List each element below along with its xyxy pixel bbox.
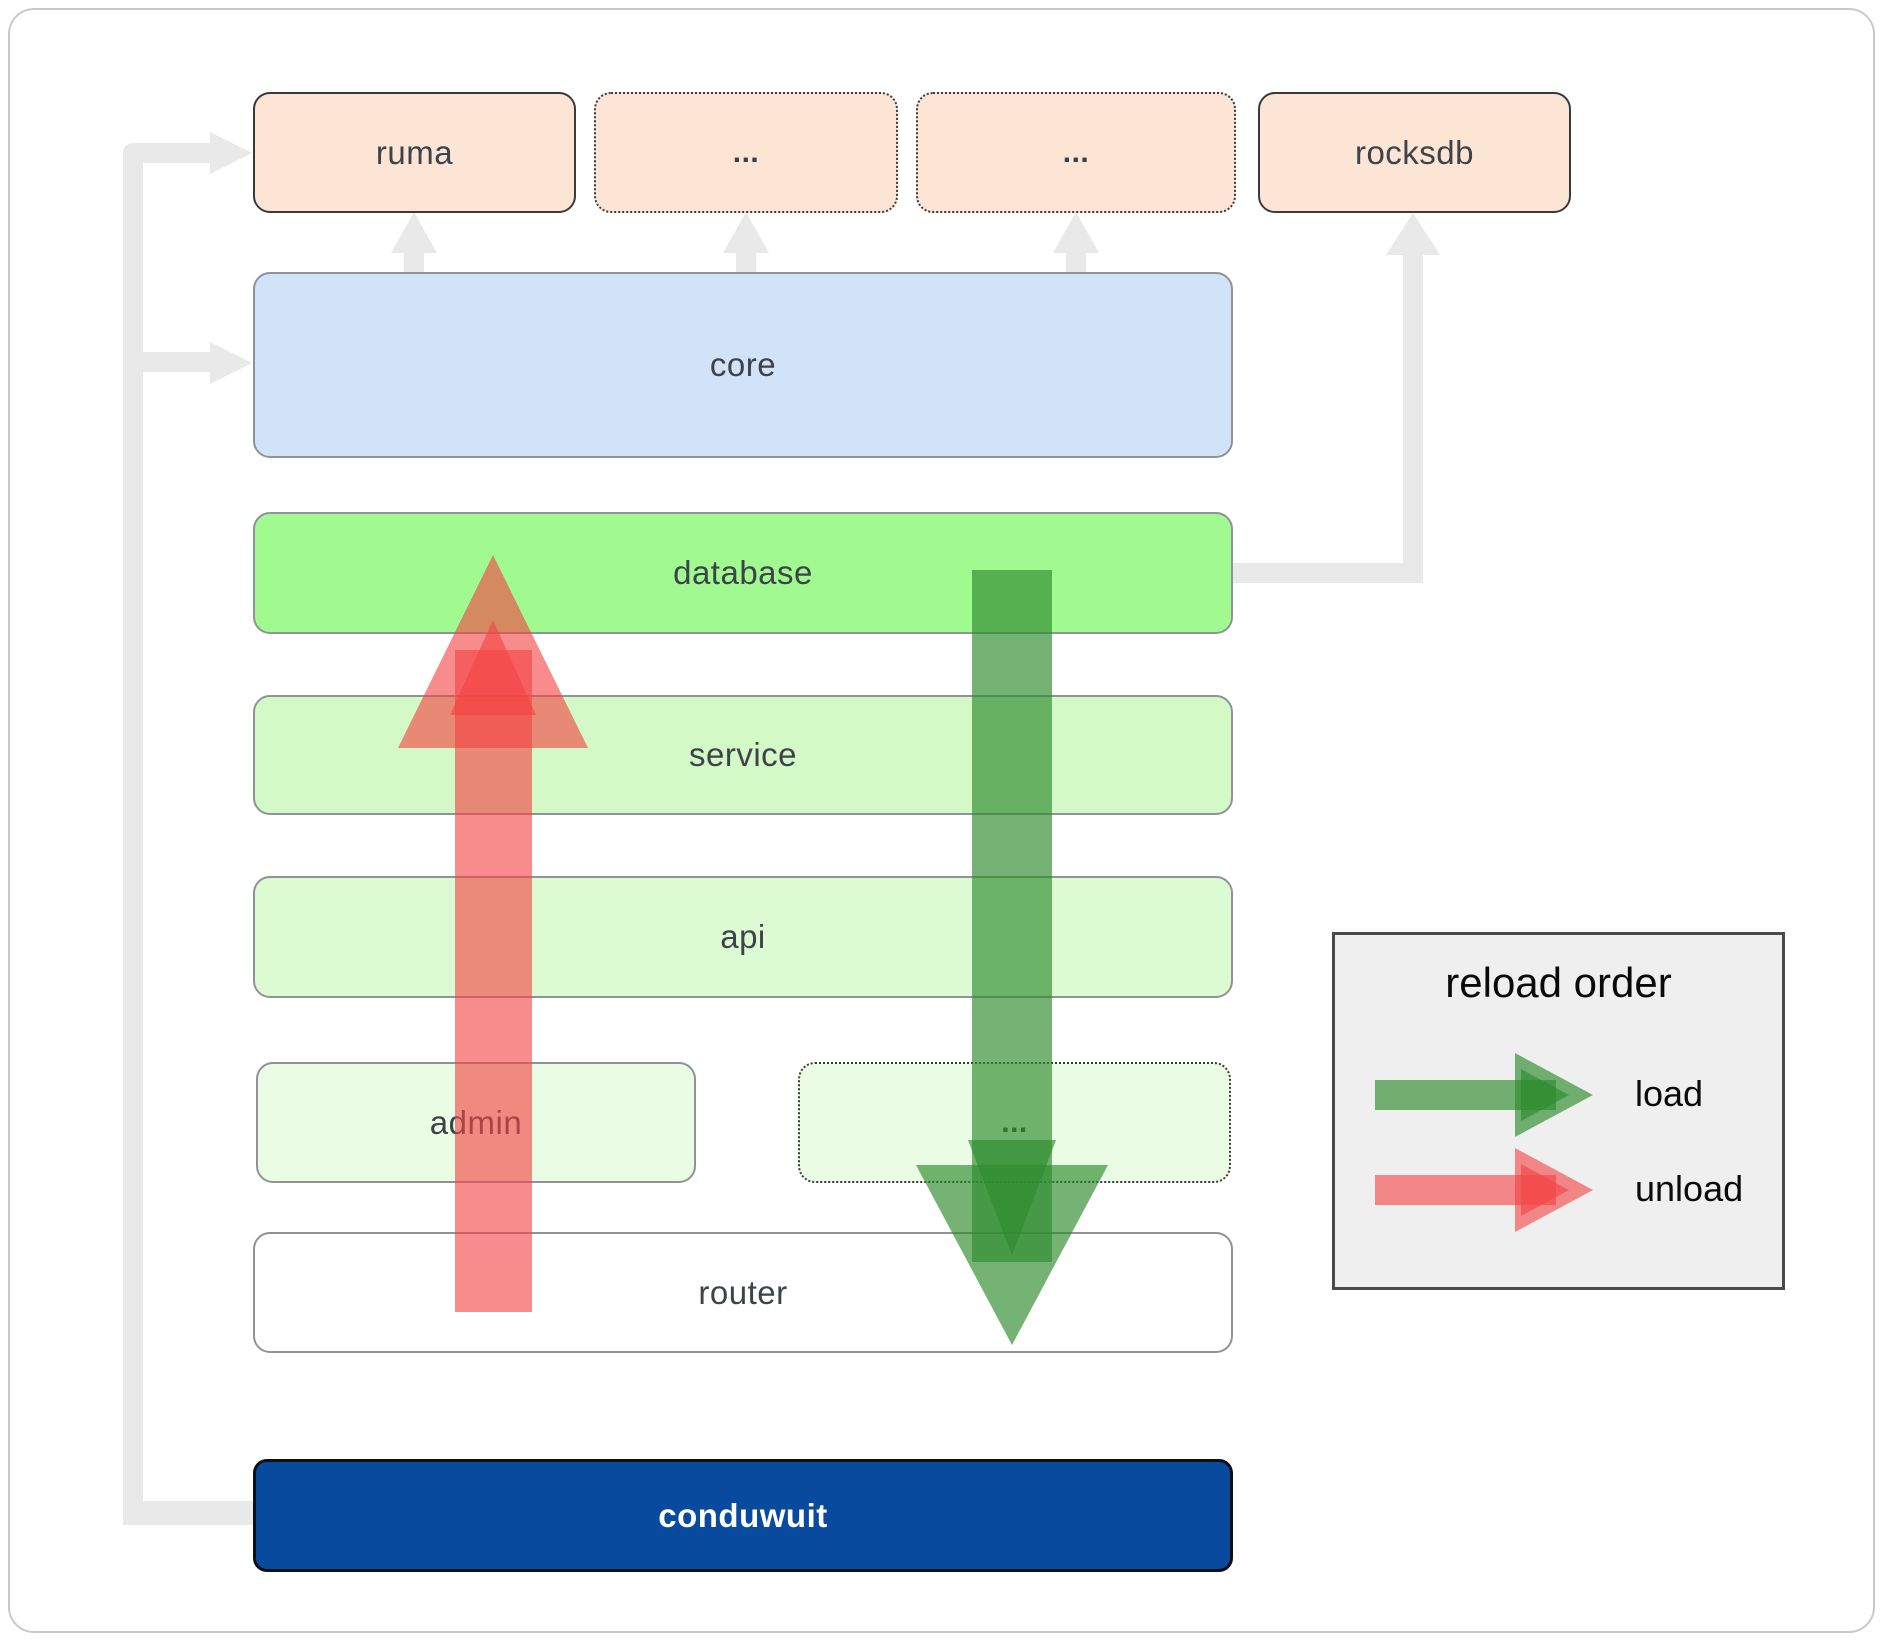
connector-stub-to-ruma xyxy=(123,143,211,163)
connector-core-to-ellipsis2 xyxy=(1066,252,1086,273)
node-ruma: ruma xyxy=(253,92,576,213)
arrowhead-into-rocksdb-icon xyxy=(1386,213,1440,255)
load-arrow-inner-head-icon xyxy=(968,1140,1056,1255)
node-ellipsis-2-label: ... xyxy=(1062,135,1090,169)
legend: reload order load unload xyxy=(1332,932,1785,1290)
legend-load-label: load xyxy=(1635,1073,1704,1114)
node-conduwuit-label: conduwuit xyxy=(658,1496,828,1534)
legend-load-arrow-inner-head-icon xyxy=(1521,1069,1569,1121)
node-rocksdb-label: rocksdb xyxy=(1354,133,1475,171)
legend-unload-arrow-inner-head-icon xyxy=(1521,1164,1569,1216)
connector-left-vertical-line xyxy=(123,143,143,1525)
arrowhead-into-ruma-icon xyxy=(210,132,252,174)
connector-database-to-rocksdb-horizontal xyxy=(1233,563,1423,583)
node-ellipsis-1: ... xyxy=(594,92,898,213)
node-core: core xyxy=(253,272,1233,458)
node-database-label: database xyxy=(673,554,813,591)
arrowhead-core-to-ellipsis2-icon xyxy=(1053,212,1099,253)
connector-stub-to-core xyxy=(123,352,211,372)
node-ellipsis-1-label: ... xyxy=(732,135,760,169)
legend-title: reload order xyxy=(1445,959,1672,1006)
legend-unload-label: unload xyxy=(1635,1168,1744,1209)
node-conduwuit: conduwuit xyxy=(253,1459,1233,1572)
node-core-label: core xyxy=(709,346,777,383)
node-ellipsis-2: ... xyxy=(916,92,1236,213)
node-ruma-label: ruma xyxy=(375,133,454,171)
node-api: api xyxy=(253,876,1233,998)
arrowhead-into-core-icon xyxy=(210,342,252,384)
connector-core-to-ellipsis1 xyxy=(736,252,756,273)
diagram-frame: ruma ... ... rocksdb core database servi… xyxy=(8,8,1875,1633)
node-api-label: api xyxy=(720,918,766,955)
connector-database-to-rocksdb-vertical xyxy=(1403,253,1423,583)
node-service-label: service xyxy=(688,736,798,773)
connector-from-conduwuit xyxy=(123,1501,255,1525)
node-rocksdb: rocksdb xyxy=(1258,92,1571,213)
unload-arrow-shaft xyxy=(455,650,532,1312)
arrowhead-core-to-ruma-icon xyxy=(391,212,437,253)
connector-core-to-ruma xyxy=(404,252,424,273)
node-router-label: router xyxy=(698,1273,788,1311)
node-service: service xyxy=(253,695,1233,815)
arrowhead-core-to-ellipsis1-icon xyxy=(723,212,769,253)
unload-arrow-inner-head-icon xyxy=(450,620,536,715)
